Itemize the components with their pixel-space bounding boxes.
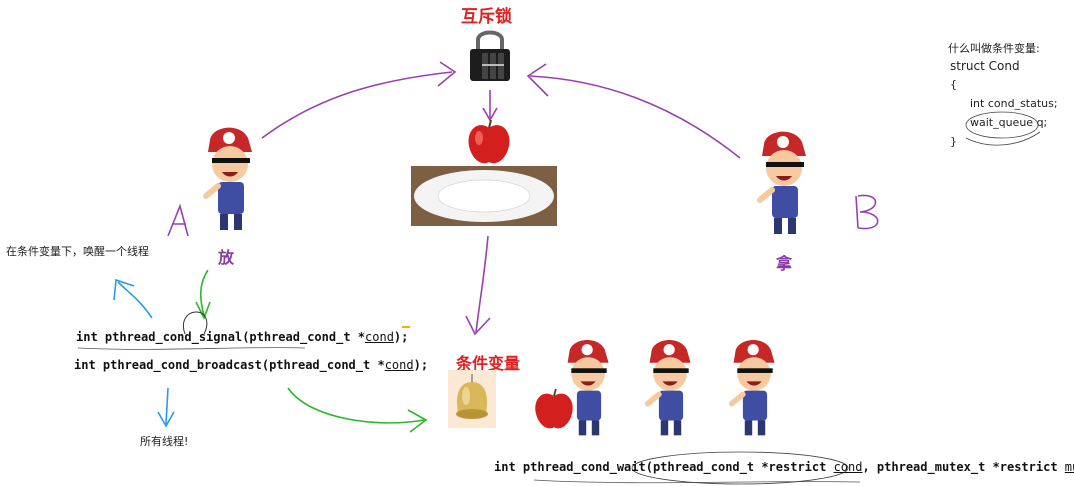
struct-line-4: int cond_status; <box>970 97 1058 110</box>
kid-icon <box>757 131 806 234</box>
struct-line-1: 什么叫做条件变量: <box>948 42 1040 55</box>
kid-icon <box>203 127 252 230</box>
apple-icon <box>466 118 512 166</box>
kid-queue-1 <box>562 334 616 438</box>
code-signal: int pthread_cond_signal(pthread_cond_t *… <box>76 330 409 344</box>
kid-queue-3 <box>728 334 782 438</box>
struct-line-5: wait_queue q; <box>970 116 1048 129</box>
label-take: 拿 <box>776 254 793 273</box>
plate-icon <box>411 166 557 226</box>
kid-icon <box>567 340 609 436</box>
arrow-plate-to-cond <box>475 235 489 333</box>
struct-line-2: struct Cond <box>950 59 1020 73</box>
kid-icon <box>644 340 691 436</box>
kid-b <box>756 126 814 236</box>
arrow-a-to-lock <box>261 71 453 139</box>
hand-letter-a <box>167 203 189 237</box>
arrow-put-to-signal <box>199 269 209 317</box>
lock-title: 互斥锁 <box>461 7 512 27</box>
hand-letter-b <box>855 194 879 230</box>
bell-icon <box>448 370 496 428</box>
arrow-signal-to-wakeup <box>117 281 153 319</box>
arrow-b-to-lock <box>529 75 741 159</box>
code-wait: int pthread_cond_wait(pthread_cond_t *re… <box>494 460 1074 474</box>
apple-icon-queue <box>533 386 575 432</box>
struct-line-6: } <box>950 135 957 148</box>
code-broadcast: int pthread_cond_broadcast(pthread_cond_… <box>74 358 429 372</box>
label-put: 放 <box>218 248 235 267</box>
note-wakeup: 在条件变量下，唤醒一个线程 <box>6 245 149 258</box>
arrow-broadcast-to-queue <box>287 387 425 424</box>
lock-icon <box>468 27 512 83</box>
cond-title: 条件变量 <box>456 354 521 373</box>
arrow-broadcast-to-all <box>165 387 169 425</box>
struct-line-3: { <box>950 78 957 91</box>
kid-queue-2 <box>644 334 698 438</box>
kid-icon <box>728 340 775 436</box>
kid-a <box>202 122 260 232</box>
note-all-threads: 所有线程! <box>140 435 189 448</box>
